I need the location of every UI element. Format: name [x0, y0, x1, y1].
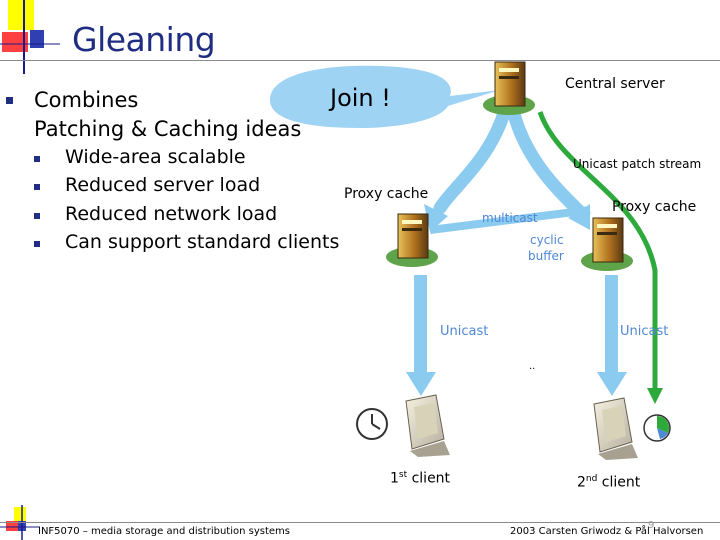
central-server-label: Central server: [565, 76, 665, 92]
pie-clock-icon: [644, 415, 670, 441]
cyclic-buffer-label-line1: cyclic: [530, 233, 564, 247]
cyclic-buffer-label-line2: buffer: [528, 249, 564, 263]
first-client-monitor-icon: [406, 395, 450, 457]
mid-dots: ..: [529, 361, 535, 372]
right-unicast-label: Unicast: [620, 324, 668, 339]
join-label: Join !: [330, 84, 391, 112]
clock-icon: [357, 409, 387, 439]
central-server-icon: [483, 62, 535, 115]
footer-divider: [0, 522, 720, 523]
right-proxy-cache-label: Proxy cache: [612, 199, 696, 215]
multicast-label: multicast: [482, 211, 538, 225]
footer-course: INF5070 – media storage and distribution…: [38, 526, 290, 537]
left-proxy-cache-label: Proxy cache: [344, 186, 428, 202]
footer-authors: 2003 Carsten Griwodz & Pål Halvorsen: [510, 526, 703, 537]
left-unicast-label: Unicast: [440, 324, 488, 339]
page-number: 9: [648, 520, 654, 531]
second-client-monitor-icon: [594, 398, 638, 460]
first-client-label: 1st client: [390, 470, 450, 487]
left-unicast-arrow: [406, 275, 436, 396]
unicast-patch-stream-label: Unicast patch stream: [573, 157, 701, 171]
second-client-label: 2nd client: [577, 474, 640, 491]
